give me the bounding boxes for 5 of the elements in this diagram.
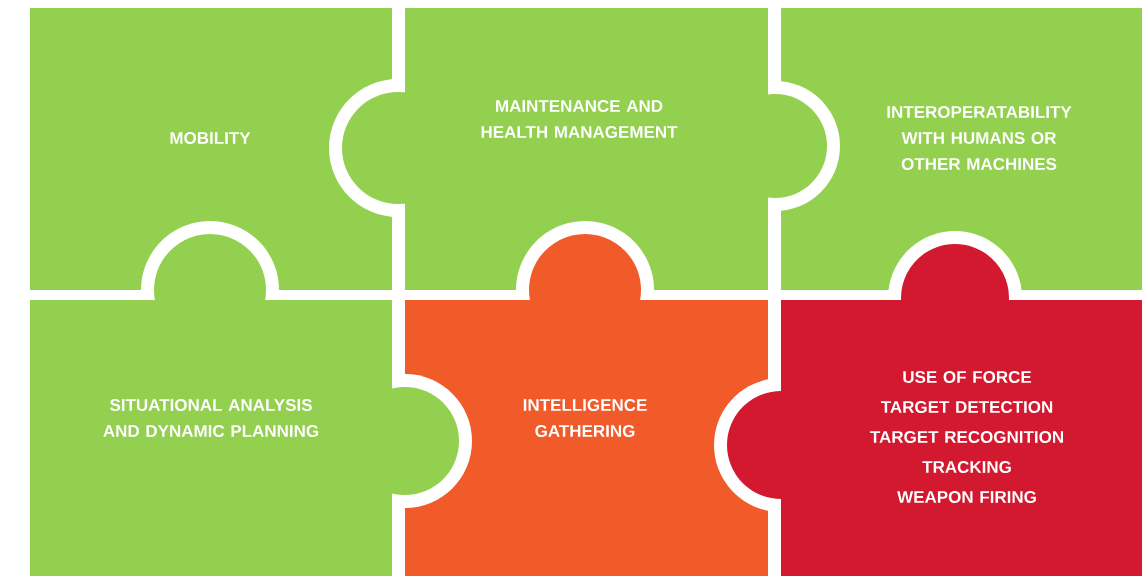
puzzle-piece: SITUATIONAL ANALYSIS AND DYNAMIC PLANNING [30,221,472,576]
puzzle-piece: MAINTENANCE AND HEALTH MANAGEMENT [329,8,840,290]
node-label: MAINTENANCE AND HEALTH MANAGEMENT [481,99,678,139]
node-label: SITUATIONAL ANALYSIS AND DYNAMIC PLANNING [103,398,319,438]
puzzle-piece: USE OF FORCE TARGET DETECTION TARGET RECOGNITION TRACKING WEAPON FIRING [714,231,1142,576]
